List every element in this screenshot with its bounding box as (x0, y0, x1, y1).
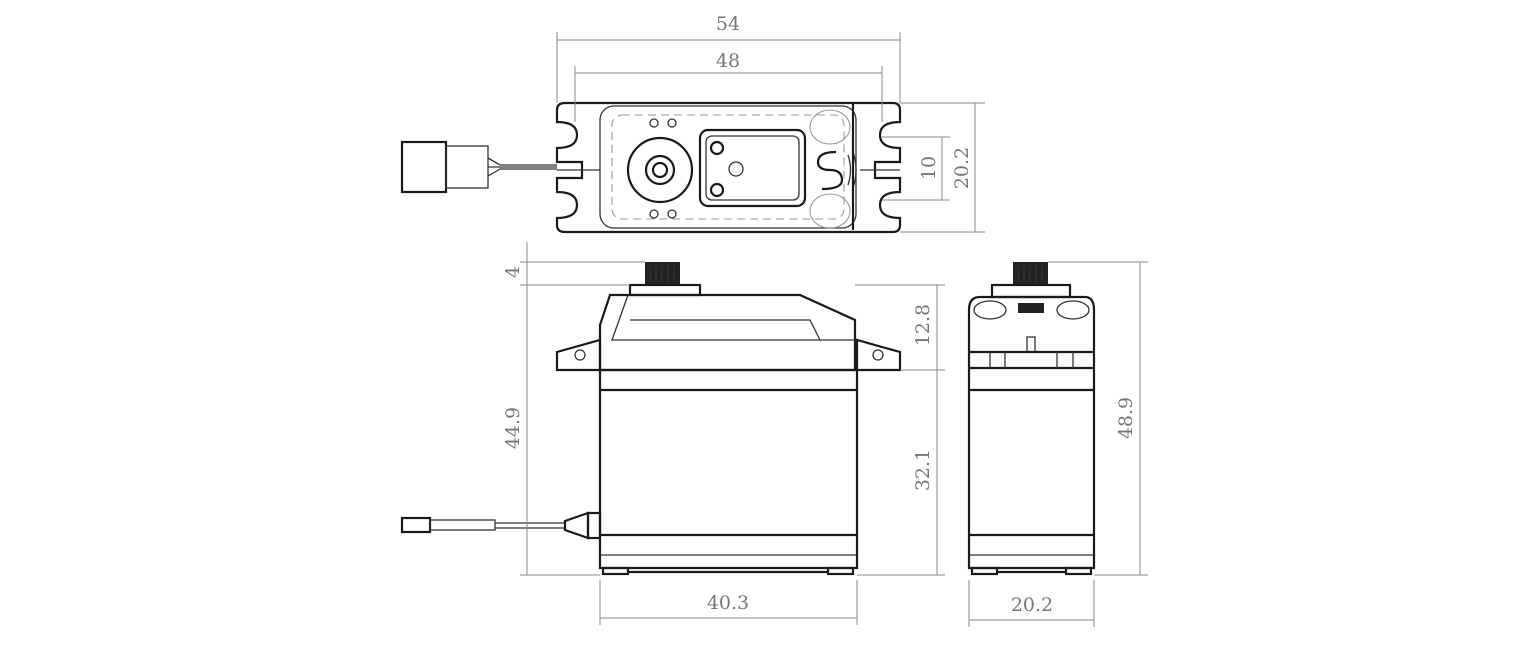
mount-flanges (555, 338, 902, 372)
side-dimensions (968, 261, 1148, 627)
top-dimensions (556, 32, 985, 233)
output-horn-base (626, 136, 694, 204)
dim-overall-height: 48.9 (1115, 397, 1137, 439)
label-window (698, 128, 807, 208)
cable-grommet (563, 511, 590, 540)
dim-top-width: 20.2 (951, 147, 973, 189)
top-view (400, 101, 902, 234)
dim-upper-height: 12.8 (912, 304, 934, 346)
mount-plate (555, 101, 902, 234)
front-connector (400, 516, 432, 534)
front-view (400, 262, 902, 576)
hidden-outline (611, 114, 845, 220)
dim-lower-height: 32.1 (912, 449, 934, 491)
dim-hole-spacing: 48 (716, 50, 740, 72)
case-top (599, 105, 857, 229)
dim-overall-length: 54 (716, 13, 740, 35)
dim-slot-spacing: 10 (918, 156, 940, 180)
top-connector (400, 140, 448, 194)
dim-body-length: 40.3 (707, 592, 749, 614)
lead-wires (487, 157, 557, 177)
dim-side-width: 20.2 (1011, 594, 1053, 616)
side-view (967, 262, 1096, 576)
main-case (598, 368, 859, 570)
front-dimensions (520, 242, 945, 625)
dim-spline-height: 4 (502, 266, 524, 278)
side-case (967, 295, 1096, 570)
brand-logo-icon (816, 150, 844, 191)
dim-body-height: 44.9 (502, 407, 524, 449)
output-spline (644, 154, 676, 186)
spline-center (651, 161, 669, 179)
